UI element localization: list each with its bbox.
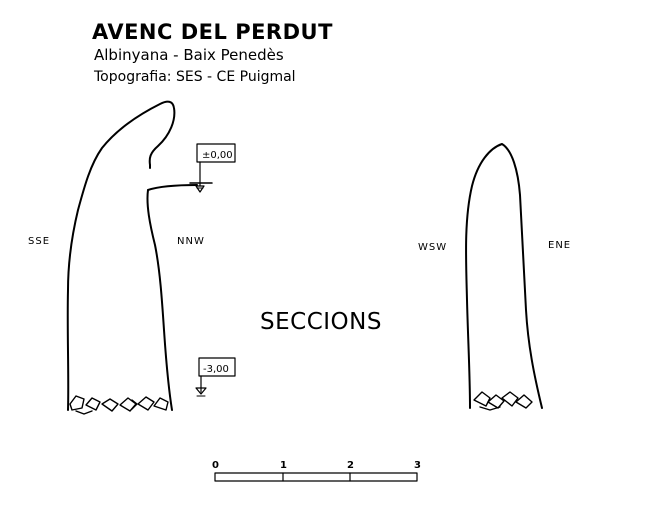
orientation-wsw: WSW — [418, 242, 448, 253]
diagram-title: AVENC DEL PERDUT — [92, 20, 333, 44]
orientation-sse: SSE — [28, 236, 51, 247]
scale-bar — [214, 472, 418, 482]
left-section-wall-ssw — [66, 100, 176, 411]
scale-tick-1: 1 — [280, 460, 287, 471]
topography-credit: Topografia: SES - CE Puigmal — [94, 69, 296, 85]
orientation-ene: ENE — [548, 240, 572, 251]
depth-label-top: ±0,00 — [202, 150, 233, 161]
scale-tick-3: 3 — [414, 460, 421, 471]
location-subtitle: Albinyana - Baix Penedès — [94, 46, 284, 64]
depth-box-top — [196, 143, 236, 163]
depth-label-bottom: -3,00 — [203, 364, 229, 375]
rubble-right — [473, 391, 533, 411]
left-section-ledge — [147, 184, 198, 191]
depth-box-bottom — [198, 357, 236, 377]
orientation-nnw: NNW — [177, 236, 205, 247]
scale-tick-0: 0 — [212, 460, 219, 471]
rubble-left — [69, 395, 169, 415]
right-section-wall — [465, 143, 543, 409]
scale-tick-2: 2 — [347, 460, 354, 471]
sections-label: SECCIONS — [260, 309, 382, 335]
left-section-wall-right — [146, 189, 173, 411]
